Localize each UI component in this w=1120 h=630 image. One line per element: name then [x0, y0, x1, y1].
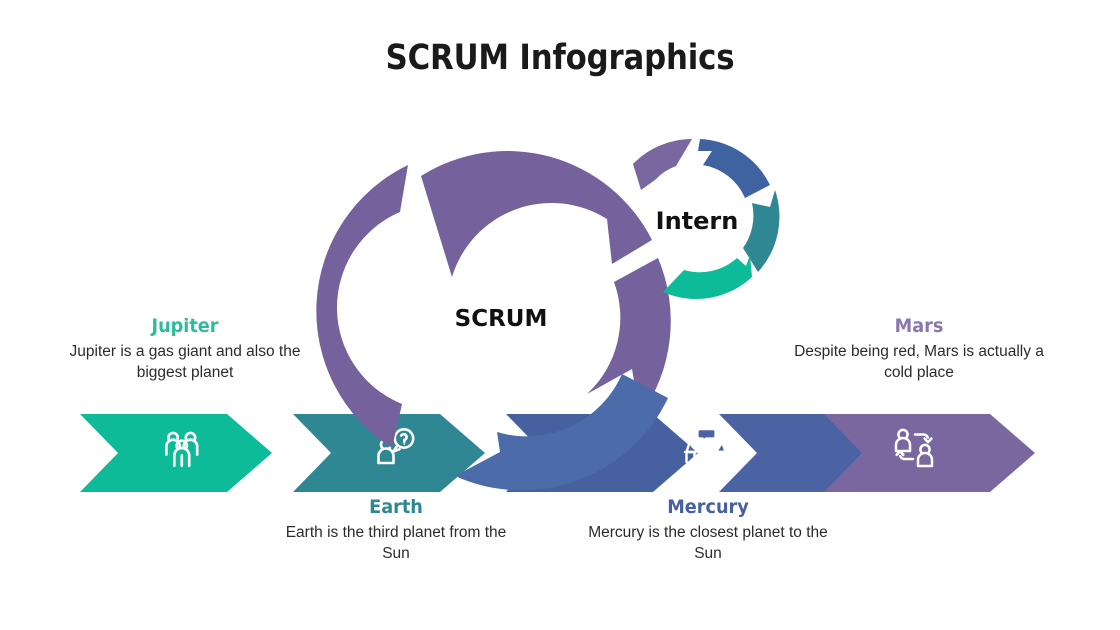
caption-mars: Mars Despite being red, Mars is actually… [793, 315, 1045, 384]
intern-wheel-label: Intern [656, 207, 739, 235]
scrum-wheel-label: SCRUM [455, 306, 548, 332]
caption-jupiter-title: Jupiter [151, 315, 219, 337]
scrum-segment-left[interactable] [316, 165, 408, 448]
caption-mars-body: Despite being red, Mars is actually a co… [794, 343, 1044, 381]
caption-mars-title: Mars [894, 315, 944, 337]
caption-jupiter: Jupiter Jupiter is a gas giant and also … [58, 315, 312, 384]
three-people-group-icon [165, 431, 199, 467]
caption-mercury-body: Mercury is the closest planet to the Sun [588, 524, 828, 562]
caption-earth-body: Earth is the third planet from the Sun [285, 524, 507, 562]
caption-mercury: Mercury Mercury is the closest planet to… [583, 496, 833, 565]
chevron-jupiter[interactable] [80, 414, 272, 492]
page-title: SCRUM Infographics [385, 38, 735, 78]
caption-mercury-title: Mercury [667, 496, 749, 518]
intern-segment-top-right-arrow[interactable] [698, 139, 770, 198]
scrum-segment-right-arrow[interactable] [587, 258, 671, 416]
two-people-exchange-icon [894, 428, 934, 468]
caption-jupiter-body: Jupiter is a gas giant and also the bigg… [69, 343, 301, 381]
chevron-mars[interactable] [824, 414, 1035, 492]
intern-segment-bottom-arrow[interactable] [663, 255, 752, 299]
intern-segment-right-arrow[interactable] [743, 190, 780, 272]
two-people-talking-icon [683, 427, 729, 464]
intern-wheel: Intern [633, 138, 780, 299]
scrum-wheel: SCRUM [316, 151, 671, 491]
caption-earth-title: Earth [369, 496, 423, 518]
caption-earth: Earth Earth is the third planet from the… [272, 496, 520, 565]
scrum-segment-top-arrow[interactable] [421, 151, 652, 277]
chevron-earth[interactable] [293, 414, 485, 492]
intern-segment-top-left-arrow[interactable] [633, 138, 692, 190]
scrum-segment-bottom-right-arrow[interactable] [455, 374, 668, 491]
